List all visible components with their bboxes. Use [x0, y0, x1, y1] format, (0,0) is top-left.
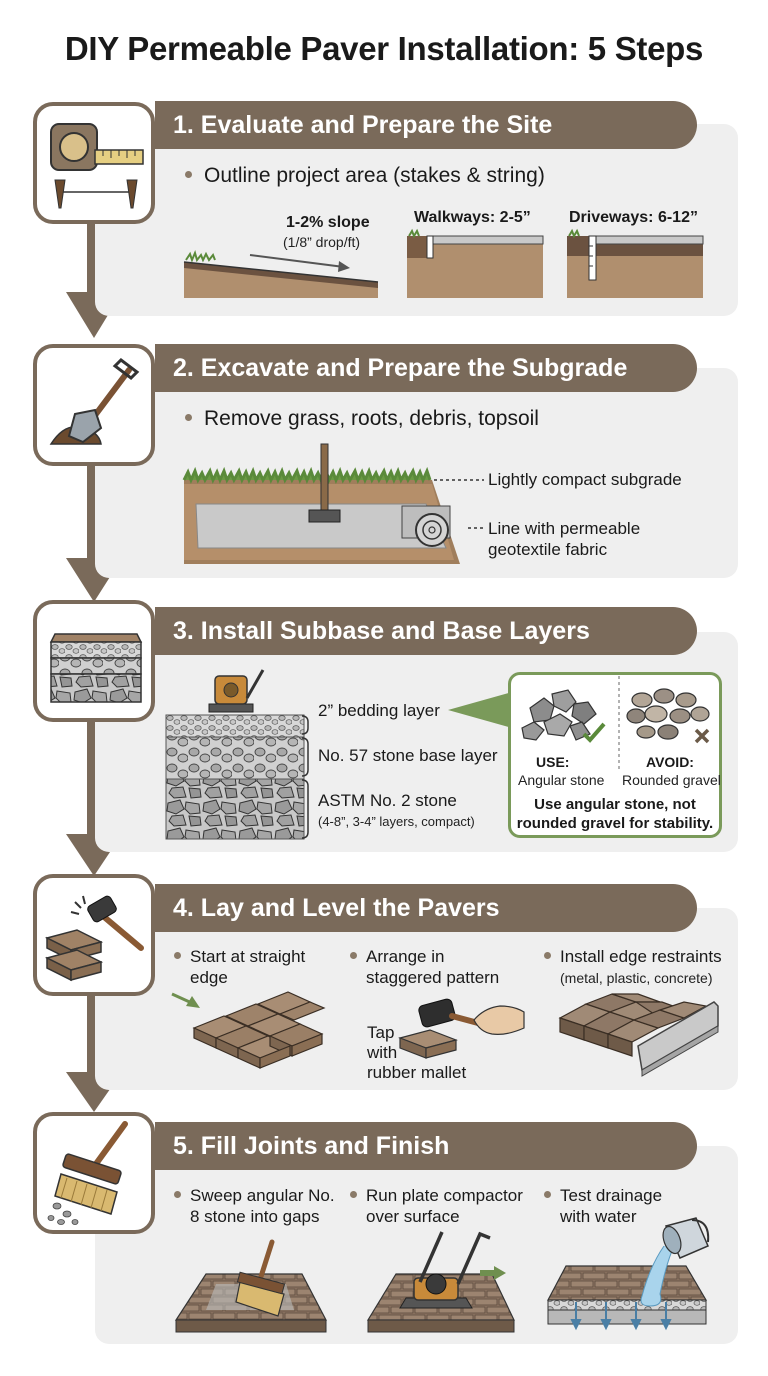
callout-geotextile-line2: geotextile fabric — [488, 540, 608, 559]
slope-diagram — [183, 250, 379, 298]
base-layer-label: No. 57 stone base layer — [318, 746, 498, 765]
plate-compactor-icon — [208, 669, 265, 713]
callout-pointer — [448, 692, 512, 728]
step-4-col3: Install edge restraints — [544, 946, 722, 967]
step-2-icon-box — [33, 344, 155, 466]
step-1-bullet: Outline project area (stakes & string) — [185, 164, 545, 188]
step-4-col1-line1: Start at straight — [190, 947, 306, 966]
x-icon — [694, 728, 710, 744]
step-5-col1-line2: 8 stone into gaps — [190, 1207, 320, 1226]
step-4-col3-line1: Install edge restraints — [560, 947, 722, 966]
slope-label: 1-2% slope — [286, 214, 370, 231]
step-2-bullet: Remove grass, roots, debris, topsoil — [185, 407, 539, 431]
page-title: DIY Permeable Paver Installation: 5 Step… — [64, 30, 704, 67]
step-5-heading: 5. Fill Joints and Finish — [155, 1122, 697, 1170]
drainage-test-illustration — [547, 1217, 710, 1331]
tap-label-3: rubber mallet — [367, 1063, 467, 1082]
driveway-section-diagram — [567, 228, 704, 298]
step-2-heading: 2. Excavate and Prepare the Subgrade — [155, 344, 697, 392]
walkway-section-diagram — [407, 228, 544, 298]
shovel-icon — [49, 358, 140, 445]
step-1-bullet-text: Outline project area (stakes & string) — [204, 164, 545, 187]
rounded-gravel-icon — [626, 688, 710, 744]
slope-sub-label: (1/8” drop/ft) — [283, 234, 361, 250]
comparison-divider — [618, 676, 620, 772]
step-4-col1: Start at straight — [174, 946, 305, 967]
callout-geotextile-line1: Line with permeable — [488, 519, 641, 538]
check-icon — [582, 722, 606, 743]
step-4-col2-line1: Arrange in — [366, 947, 445, 966]
subbase-layer-label: ASTM No. 2 stone — [318, 791, 457, 810]
staggered-pavers-illustration — [171, 991, 326, 1069]
stone-layers-icon — [49, 633, 143, 703]
step-4-heading: 4. Lay and Level the Pavers — [155, 884, 697, 932]
step-4-icon-box — [33, 874, 155, 996]
plate-compactor-illustration — [366, 1231, 515, 1333]
tape-measure-icon — [50, 123, 144, 209]
step-4-col1-line2: edge — [190, 968, 228, 987]
step-4-col2: Arrange in — [350, 946, 444, 967]
pavers-mallet-icon — [44, 895, 144, 982]
step-5-col2-line2: over surface — [366, 1207, 460, 1226]
angular-stone-icon — [521, 689, 606, 743]
layer-brackets — [301, 715, 309, 839]
base-layer-cross-section — [165, 714, 305, 840]
step-5-col2-line1: Run plate compactor — [366, 1186, 523, 1205]
driveways-label: Driveways: 6-12” — [569, 209, 698, 226]
step-5-col1: Sweep angular No. — [174, 1185, 335, 1206]
step-5-col1-line1: Sweep angular No. — [190, 1186, 335, 1205]
step-4-col3-sub: (metal, plastic, concrete) — [560, 970, 713, 986]
step-5-icon-box — [33, 1112, 155, 1234]
broom-icon — [47, 1121, 128, 1225]
step-2-bullet-text: Remove grass, roots, debris, topsoil — [204, 407, 539, 430]
avoid-label: AVOID: — [646, 754, 694, 770]
avoid-text: Rounded gravel — [622, 772, 721, 788]
edge-restraint-illustration — [558, 993, 719, 1077]
excavation-diagram — [182, 443, 460, 564]
step-1-icon-box — [33, 102, 155, 224]
tap-label-2: with — [367, 1043, 398, 1062]
callout-leaders — [434, 479, 484, 529]
stone-note-line2: rounded gravel for stability. — [516, 815, 714, 832]
step-1-heading: 1. Evaluate and Prepare the Site — [155, 101, 697, 149]
mallet-tap-illustration — [398, 998, 525, 1059]
step-5-col3-line1: Test drainage — [560, 1186, 663, 1205]
subbase-layer-sub-label: (4-8”, 3-4” layers, compact) — [318, 814, 475, 829]
walkways-label: Walkways: 2-5” — [414, 209, 531, 226]
use-label: USE: — [536, 754, 570, 770]
tap-label-1: Tap — [367, 1023, 395, 1042]
sweeping-joints-illustration — [174, 1239, 327, 1333]
step-5-col2: Run plate compactor — [350, 1185, 523, 1206]
callout-compact-subgrade: Lightly compact subgrade — [488, 470, 682, 489]
bedding-layer-label: 2” bedding layer — [318, 701, 440, 720]
step-5-col3: Test drainage — [544, 1185, 662, 1206]
use-text: Angular stone — [518, 772, 605, 788]
step-3-icon-box — [33, 600, 155, 722]
stone-note-line1: Use angular stone, not — [534, 796, 696, 813]
step-4-col2-line2: staggered pattern — [366, 968, 500, 987]
step-5-col3-line2: with water — [560, 1207, 637, 1226]
step-3-heading: 3. Install Subbase and Base Layers — [155, 607, 697, 655]
